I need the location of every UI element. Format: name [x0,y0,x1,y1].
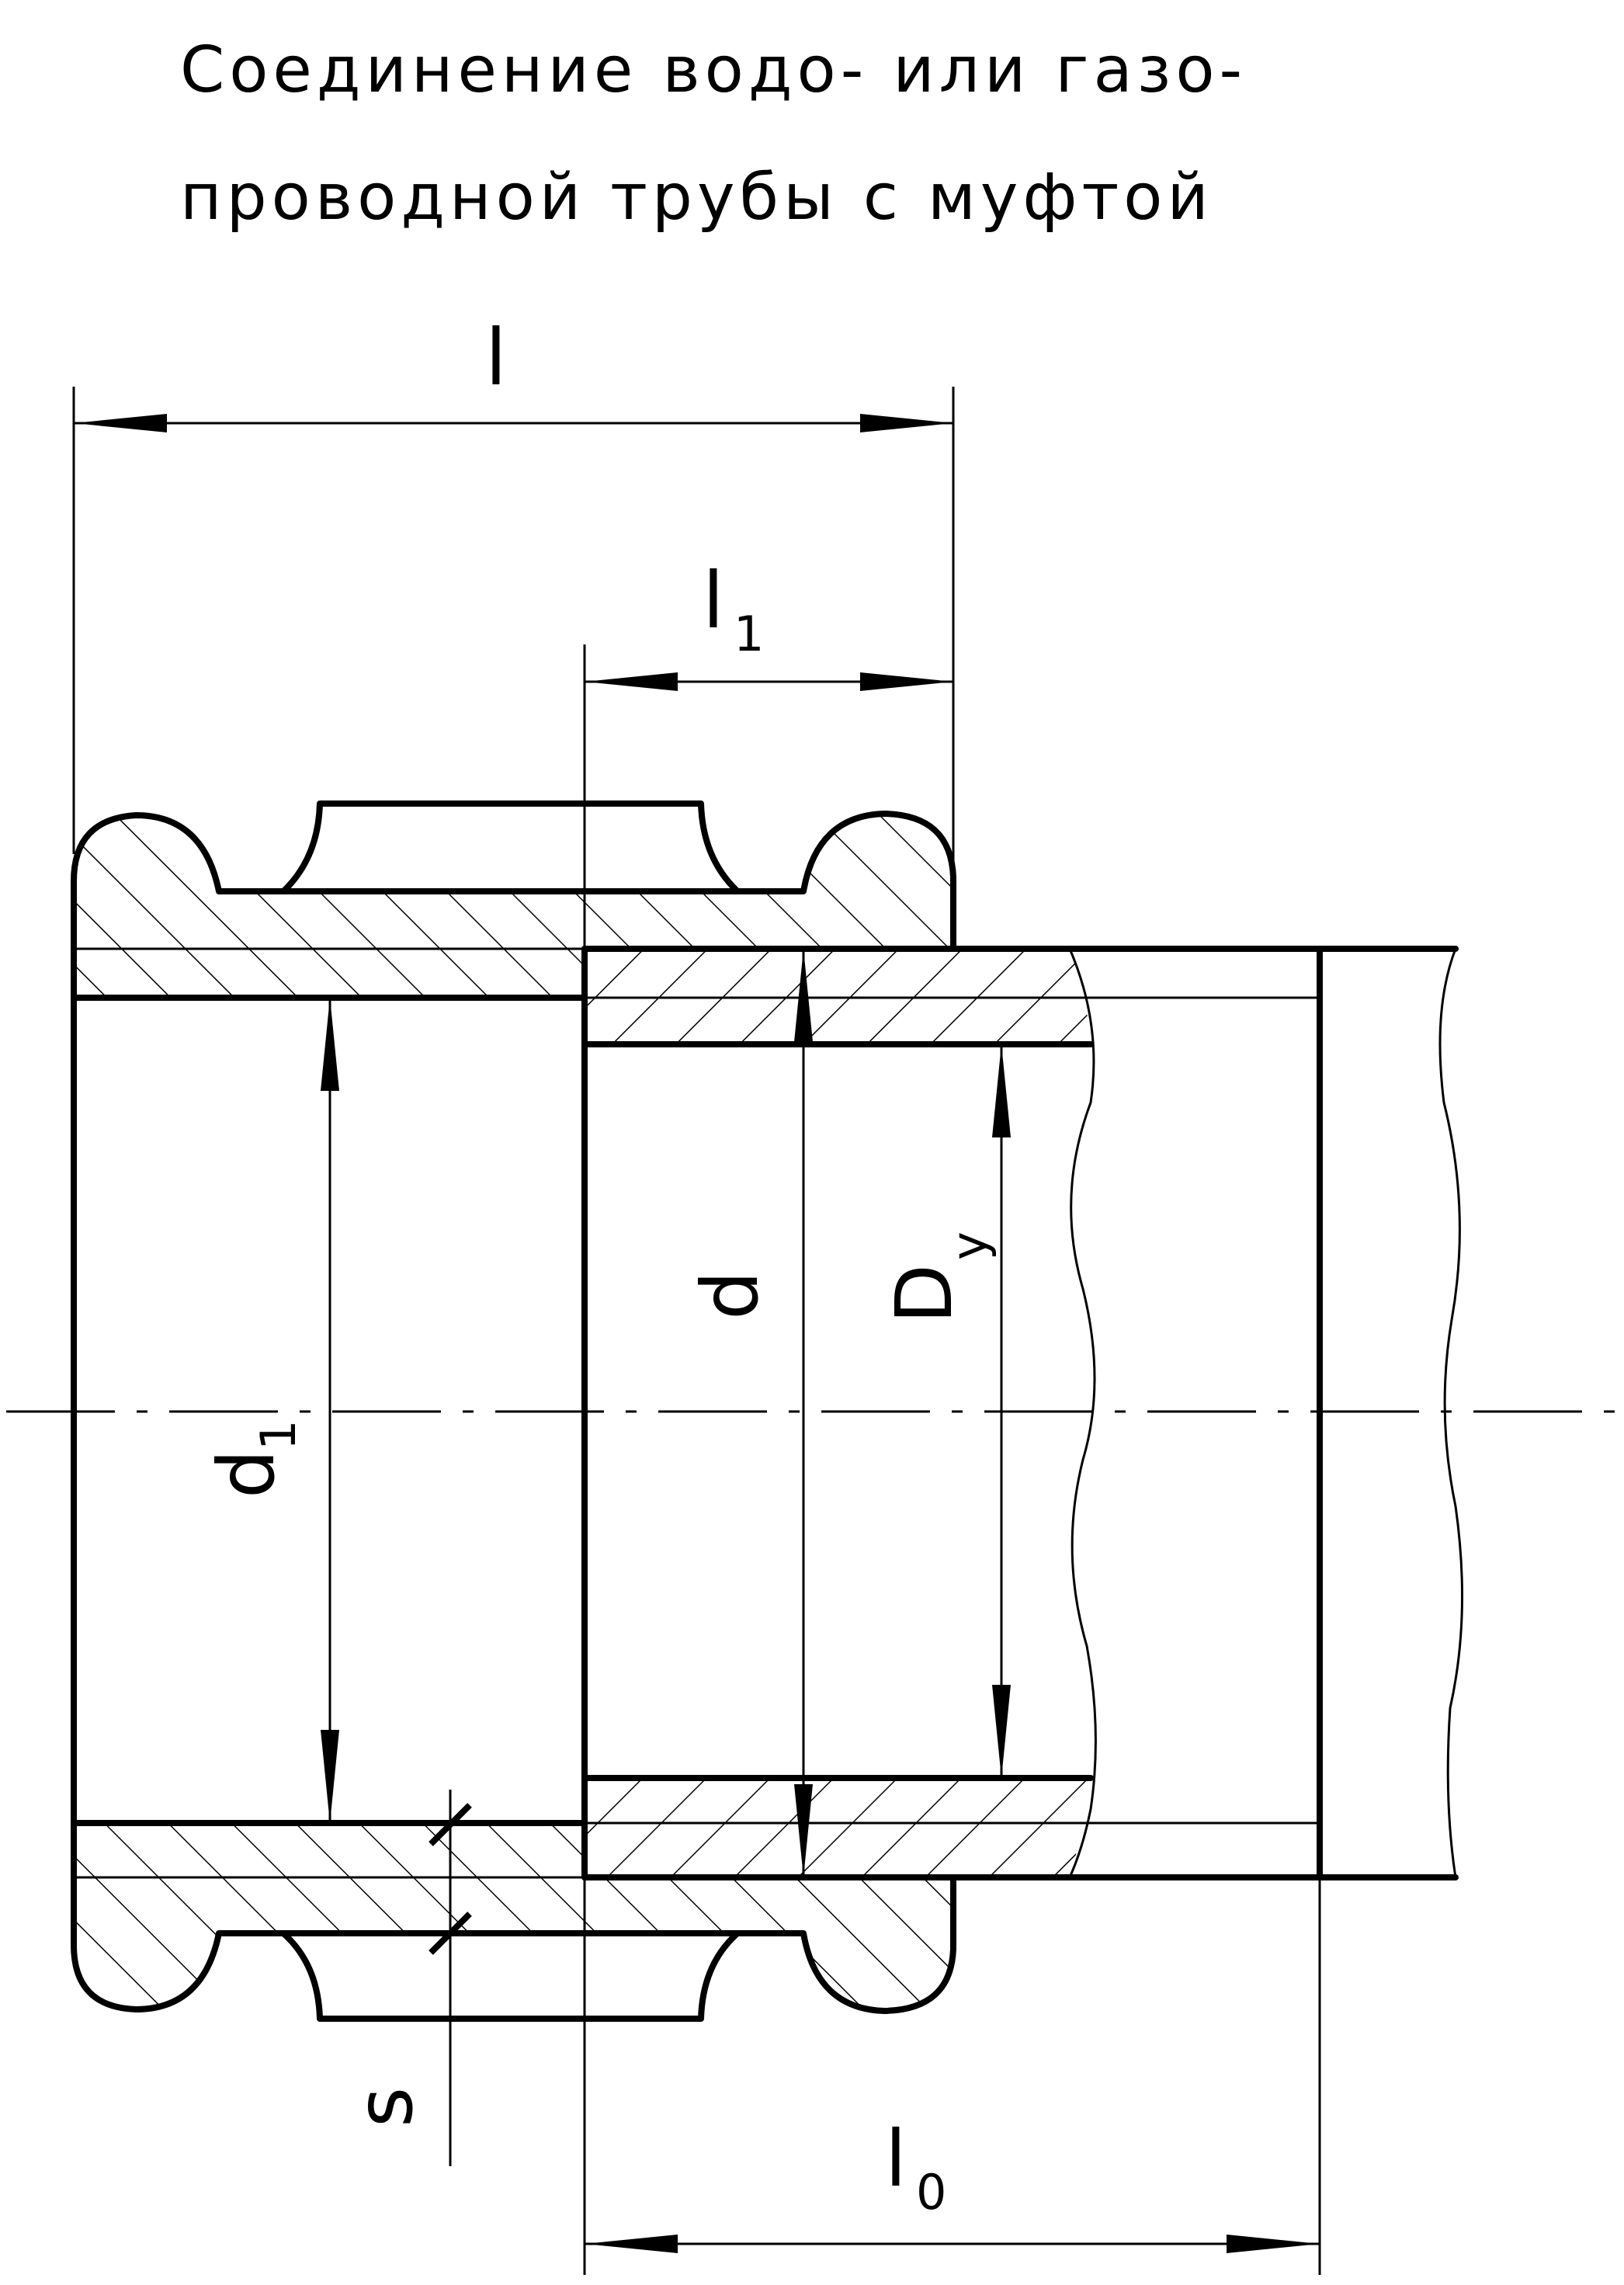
pipe-break-line-left [1068,948,1097,1878]
title-line-1: Соединение водо- или газо- [180,33,1247,107]
dim-label-d: d [685,1271,776,1320]
dim-sub-Dy: y [941,1231,998,1260]
pipe-break-line-right [1438,948,1464,1878]
coupling-upper-wall-hatch [74,814,953,998]
pipe-lower-wall-hatch [585,1778,1091,1877]
dim-label-s: s [339,2087,430,2127]
dim-sub-l0: 0 [916,2164,946,2221]
dim-sub-d1: 1 [250,1420,307,1450]
dim-label-l1: l [703,555,724,646]
coupling-lower-band [280,1930,741,2022]
dim-label-Dy: D [879,1264,970,1324]
title-line-2: проводной трубы с муфтой [180,161,1213,234]
coupling-upper-outline [71,811,956,1001]
dim-sub-l1: 1 [734,606,764,662]
coupling-lower-outline [71,1820,956,2014]
dim-label-l: l [485,312,507,403]
dim-label-l0: l [885,2113,907,2204]
dim-tick-s-upper [429,1803,472,1846]
dim-label-d1: d [201,1450,292,1498]
coupling-upper-band [280,800,741,894]
dim-tick-s-lower [429,1912,472,1955]
coupling-lower-wall-hatch [74,1823,953,2011]
